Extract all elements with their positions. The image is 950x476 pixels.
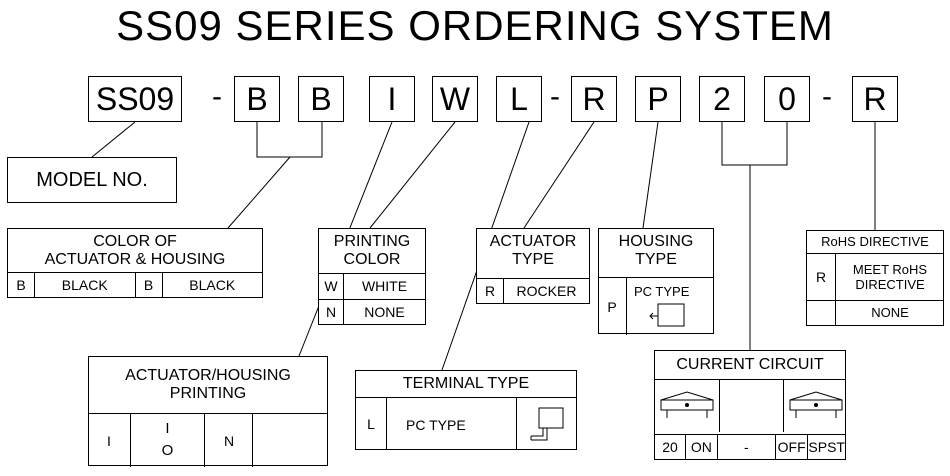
printing-color-code: W <box>318 273 344 300</box>
rohs-label: MEET RoHS DIRECTIVE <box>837 262 943 292</box>
code-terminal: L <box>496 76 542 122</box>
actuator-printing-code-i: I <box>88 414 131 467</box>
rohs-blank-cell <box>807 301 836 325</box>
actuator-type-label: ROCKER <box>503 278 590 304</box>
housing-type-header-1: HOUSING <box>618 233 694 250</box>
rohs-header: RoHS DIRECTIVE <box>807 231 943 254</box>
printing-color-label: WHITE <box>343 273 426 300</box>
color-label: BLACK <box>161 272 263 298</box>
circuit-center: - <box>716 434 776 460</box>
circuit-off: OFF <box>774 434 809 460</box>
circuit-box: CURRENT CIRCUIT 20 ON - <box>653 350 846 460</box>
code-circuit-2: 0 <box>764 76 810 122</box>
rohs-code: R <box>807 254 836 300</box>
housing-type-code: P <box>598 278 627 335</box>
terminal-header: TERMINAL TYPE <box>356 371 576 398</box>
circuit-code: 20 <box>653 434 687 460</box>
color-label: BLACK <box>34 272 136 298</box>
model-no-box: MODEL NO. <box>7 157 177 203</box>
circuit-on: ON <box>685 434 718 460</box>
color-table: B BLACK B BLACK <box>7 272 263 298</box>
circuit-type: SPST <box>807 434 846 460</box>
actuator-type-header-2: TYPE <box>512 251 554 268</box>
rohs-label-1: MEET RoHS <box>852 262 928 277</box>
actuator-type-table: R ROCKER <box>476 278 590 304</box>
color-code: B <box>7 272 35 298</box>
rocker-on-icon <box>660 391 714 418</box>
code-rohs: R <box>852 76 898 122</box>
pc-housing-icon <box>649 303 685 327</box>
circuit-header: CURRENT CIRCUIT <box>655 351 845 380</box>
actuator-type-box: ACTUATOR TYPE R ROCKER <box>476 228 590 304</box>
off-symbol: O <box>161 442 174 459</box>
code-housing-type: P <box>635 76 681 122</box>
housing-type-row: P PC TYPE <box>598 277 714 335</box>
rohs-none: NONE <box>871 305 909 320</box>
printing-color-table: W WHITE N NONE <box>318 273 426 325</box>
code-housing-color: B <box>298 76 344 122</box>
color-header-1: COLOR OF <box>93 233 177 250</box>
actuator-printing-row: I I O N <box>88 413 328 467</box>
code-dash: - <box>212 80 222 113</box>
actuator-printing-code-n: N <box>206 414 253 467</box>
switch-off-cell <box>783 380 846 432</box>
color-code: B <box>134 272 163 298</box>
printing-color-header-1: PRINTING <box>333 233 411 250</box>
printing-color-box: PRINTING COLOR W WHITE N NONE <box>318 228 426 325</box>
terminal-code: L <box>356 398 387 449</box>
actuator-printing-header-1: ACTUATOR/HOUSING <box>125 367 291 384</box>
code-dash: - <box>550 80 560 113</box>
code-circuit-1: 2 <box>699 76 745 122</box>
terminal-icon-cell <box>516 398 577 449</box>
terminal-label: PC TYPE <box>406 417 466 433</box>
actuator-type-header-1: ACTUATOR <box>489 233 577 250</box>
rocker-off-icon <box>789 391 843 418</box>
on-off-symbol: I O <box>131 414 205 467</box>
terminal-box: TERMINAL TYPE L PC TYPE <box>355 370 577 450</box>
page-title: SS09 SERIES ORDERING SYSTEM <box>116 2 834 49</box>
code-actuator-type: R <box>571 76 617 122</box>
actuator-printing-header-2: PRINTING <box>169 385 247 402</box>
printing-color-header-2: COLOR <box>343 251 401 268</box>
rohs-label-2: DIRECTIVE <box>855 277 925 292</box>
rohs-row: R MEET RoHS DIRECTIVE <box>807 254 943 301</box>
code-dash: - <box>822 80 832 113</box>
printing-color-code: N <box>318 298 344 325</box>
housing-type-label: PC TYPE <box>634 284 690 299</box>
housing-type-box: HOUSING TYPE P PC TYPE <box>598 228 714 335</box>
pc-terminal-icon <box>530 407 564 441</box>
code-actuator-color: B <box>234 76 280 122</box>
switch-on-cell <box>655 380 720 432</box>
housing-type-header-2: TYPE <box>635 251 677 268</box>
rohs-box: RoHS DIRECTIVE R MEET RoHS DIRECTIVE NON… <box>806 230 944 326</box>
circuit-table: 20 ON - OFF SPST <box>653 434 846 460</box>
circuit-diagram-row <box>655 380 845 432</box>
code-printing: I <box>369 76 415 122</box>
printing-color-label: NONE <box>343 298 426 325</box>
actuator-type-code: R <box>476 278 504 304</box>
code-model: SS09 <box>88 76 182 122</box>
code-printing-color: W <box>432 76 478 122</box>
actuator-printing-box: ACTUATOR/HOUSING PRINTING I I O N <box>88 356 328 467</box>
color-header-2: ACTUATOR & HOUSING <box>44 251 226 268</box>
color-box: COLOR OF ACTUATOR & HOUSING B BLACK B BL… <box>7 228 263 298</box>
on-symbol: I <box>165 420 170 437</box>
